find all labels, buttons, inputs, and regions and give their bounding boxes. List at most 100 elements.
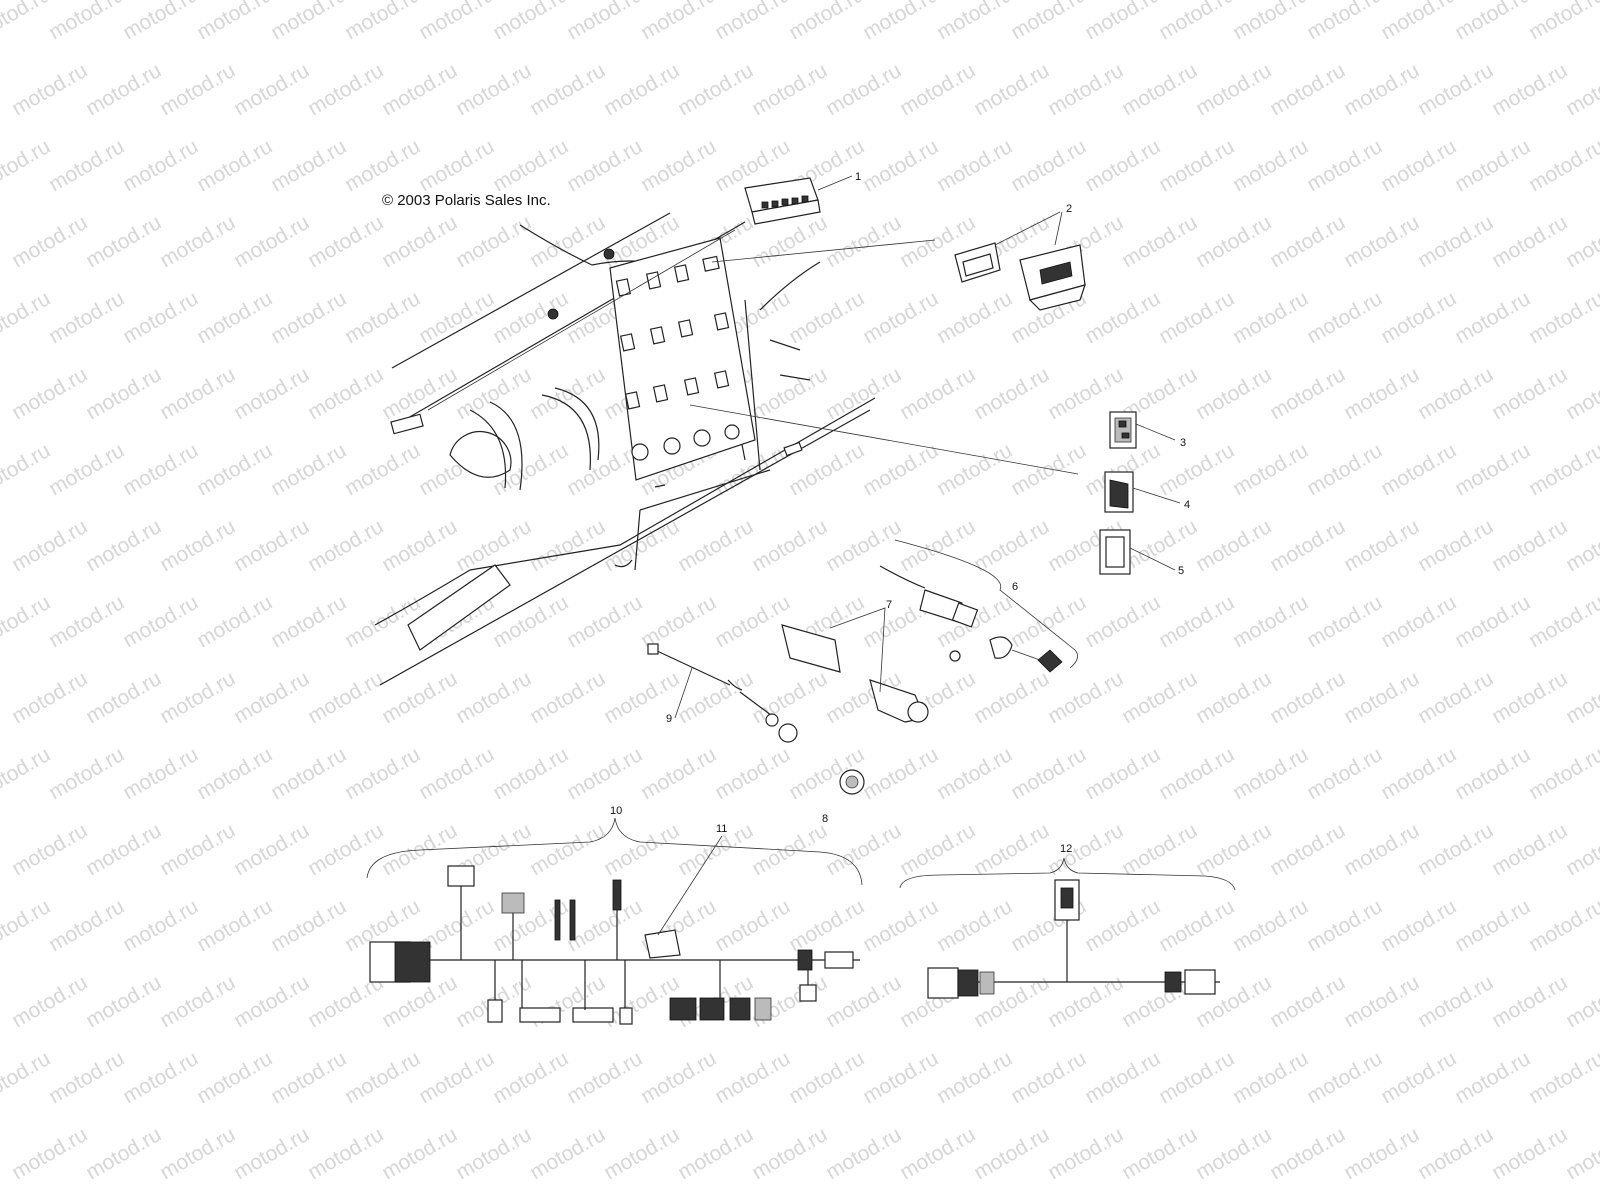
watermark-text: motod.ru (563, 0, 646, 44)
watermark-text: motod.ru (822, 1123, 905, 1184)
watermark-text: motod.ru (933, 895, 1016, 956)
watermark-text: motod.ru (378, 59, 461, 120)
watermark-text: motod.ru (748, 59, 831, 120)
watermark-text: motod.ru (933, 287, 1016, 348)
watermark-text: motod.ru (1155, 1047, 1238, 1108)
watermark-text: motod.ru (156, 363, 239, 424)
watermark-text: motod.ru (711, 1047, 794, 1108)
watermark-text: motod.ru (933, 743, 1016, 804)
watermark-text: motod.ru (45, 439, 128, 500)
watermark-text: motod.ru (1118, 211, 1201, 272)
watermark-text: motod.ru (304, 667, 387, 728)
watermark-text: motod.ru (1451, 135, 1534, 196)
watermark-text: motod.ru (822, 59, 905, 120)
watermark-text: motod.ru (563, 591, 646, 652)
watermark-text: motod.ru (563, 135, 646, 196)
watermark-text: motod.ru (8, 1123, 91, 1184)
watermark-text: motod.ru (1488, 819, 1571, 880)
watermark-text: motod.ru (193, 0, 276, 44)
watermark-text: motod.ru (193, 743, 276, 804)
watermark-text: motod.ru (230, 211, 313, 272)
watermark-text: motod.ru (1266, 515, 1349, 576)
watermark-text: motod.ru (1562, 59, 1600, 120)
watermark-text: motod.ru (193, 439, 276, 500)
watermark-text: motod.ru (1451, 0, 1534, 44)
watermark-text: motod.ru (563, 895, 646, 956)
watermark-text: motod.ru (267, 0, 350, 44)
watermark-text: motod.ru (748, 1123, 831, 1184)
watermark-text: motod.ru (304, 515, 387, 576)
watermark-text: motod.ru (1414, 515, 1497, 576)
watermark-text: motod.ru (8, 819, 91, 880)
watermark-text: motod.ru (674, 1123, 757, 1184)
callout-9: 9 (666, 713, 672, 725)
watermark-text: motod.ru (1562, 819, 1600, 880)
watermark-text: motod.ru (304, 1123, 387, 1184)
watermark-text: motod.ru (711, 0, 794, 44)
watermark-text: motod.ru (489, 0, 572, 44)
watermark-text: motod.ru (1562, 971, 1600, 1032)
watermark-text: motod.ru (267, 591, 350, 652)
watermark-text: motod.ru (1229, 591, 1312, 652)
watermark-text: motod.ru (156, 971, 239, 1032)
watermark-text: motod.ru (119, 287, 202, 348)
watermark-text: motod.ru (933, 1047, 1016, 1108)
watermark-text: motod.ru (526, 59, 609, 120)
watermark-text: motod.ru (156, 1123, 239, 1184)
watermark-text: motod.ru (1266, 1123, 1349, 1184)
watermark-text: motod.ru (452, 1123, 535, 1184)
watermark-text: motod.ru (1525, 135, 1600, 196)
watermark-text: motod.ru (45, 895, 128, 956)
watermark-text: motod.ru (1007, 743, 1090, 804)
watermark-text: motod.ru (1377, 743, 1460, 804)
watermark-text: motod.ru (82, 819, 165, 880)
watermark-text: motod.ru (822, 819, 905, 880)
watermark-text: motod.ru (1377, 895, 1460, 956)
watermark-text: motod.ru (637, 743, 720, 804)
part-9-cable (647, 643, 798, 743)
watermark-text: motod.ru (674, 59, 757, 120)
watermark-text: motod.ru (193, 895, 276, 956)
part-1-connector (744, 175, 853, 225)
watermark-text: motod.ru (1192, 211, 1275, 272)
watermark-text: motod.ru (1044, 59, 1127, 120)
watermark-text: motod.ru (452, 211, 535, 272)
watermark-text: motod.ru (119, 743, 202, 804)
watermark-text: motod.ru (1192, 667, 1275, 728)
watermark-text: motod.ru (600, 59, 683, 120)
watermark-text: motod.ru (0, 287, 54, 348)
watermark-text: motod.ru (1414, 363, 1497, 424)
watermark-text: motod.ru (859, 0, 942, 44)
watermark-text: motod.ru (1118, 59, 1201, 120)
watermark-text: motod.ru (1451, 591, 1534, 652)
watermark-text: motod.ru (563, 1047, 646, 1108)
watermark-text: motod.ru (1451, 895, 1534, 956)
watermark-text: motod.ru (415, 287, 498, 348)
watermark-text: motod.ru (859, 287, 942, 348)
watermark-text: motod.ru (8, 667, 91, 728)
watermark-text: motod.ru (785, 1047, 868, 1108)
watermark-text: motod.ru (1155, 591, 1238, 652)
part-6-ignition (879, 539, 1078, 673)
watermark-text: motod.ru (1451, 287, 1534, 348)
callout-2: 2 (1066, 203, 1072, 215)
callout-1: 1 (855, 171, 861, 183)
watermark-text: motod.ru (526, 363, 609, 424)
watermark-text: motod.ru (896, 515, 979, 576)
watermark-text: motod.ru (674, 515, 757, 576)
watermark-text: motod.ru (1562, 363, 1600, 424)
watermark-text: motod.ru (119, 439, 202, 500)
watermark-text: motod.ru (415, 0, 498, 44)
watermark-text: motod.ru (1303, 0, 1386, 44)
watermark-text: motod.ru (1562, 667, 1600, 728)
watermark-text: motod.ru (1266, 363, 1349, 424)
watermark-text: motod.ru (526, 211, 609, 272)
watermark-text: motod.ru (304, 59, 387, 120)
watermark-text: motod.ru (119, 1047, 202, 1108)
watermark-text: motod.ru (1044, 667, 1127, 728)
watermark-text: motod.ru (230, 667, 313, 728)
watermark-text: motod.ru (193, 1047, 276, 1108)
watermark-text: motod.ru (970, 59, 1053, 120)
watermark-text: motod.ru (341, 135, 424, 196)
watermark-text: motod.ru (1266, 211, 1349, 272)
